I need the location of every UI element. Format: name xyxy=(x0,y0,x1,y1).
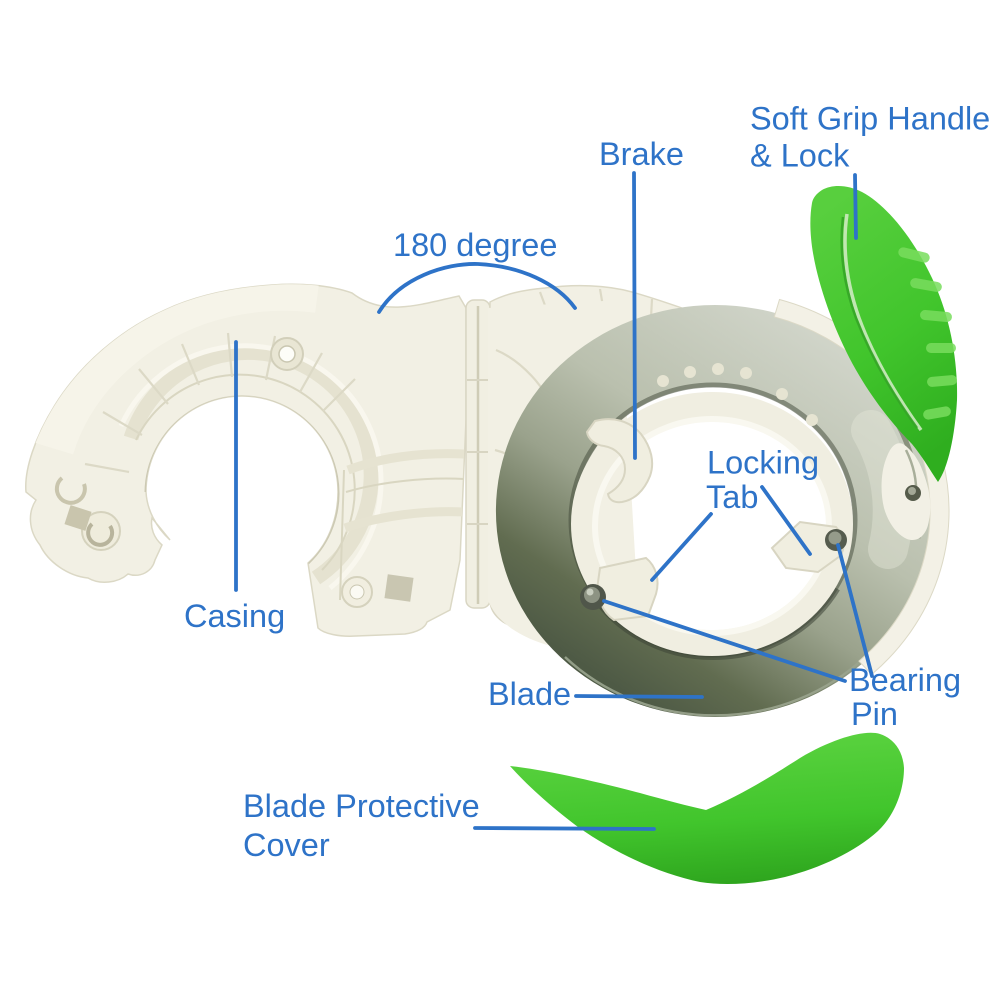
svg-text:Locking: Locking xyxy=(707,445,819,481)
svg-text:Tab: Tab xyxy=(706,479,758,515)
svg-text:Pin: Pin xyxy=(851,696,898,732)
svg-text:Blade: Blade xyxy=(488,676,571,712)
svg-text:Bearing: Bearing xyxy=(849,662,961,698)
svg-text:Soft Grip Handle: Soft Grip Handle xyxy=(750,101,990,137)
svg-text:Blade Protective: Blade Protective xyxy=(243,788,480,824)
svg-text:Cover: Cover xyxy=(243,827,330,863)
svg-text:180 degree: 180 degree xyxy=(393,227,557,263)
svg-text:Brake: Brake xyxy=(599,136,684,172)
svg-text:& Lock: & Lock xyxy=(750,138,850,174)
svg-text:Casing: Casing xyxy=(184,598,285,634)
